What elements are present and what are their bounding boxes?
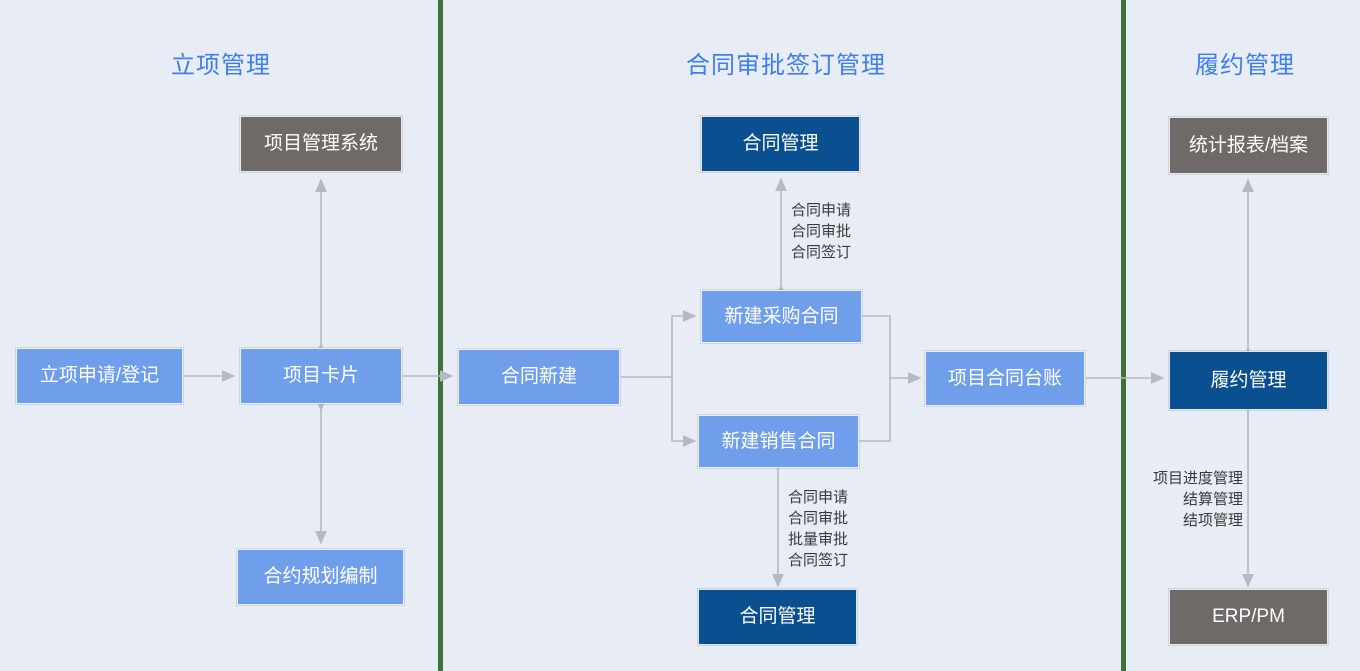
node-statistics-report-archive[interactable]: 统计报表/档案 [1169,117,1328,174]
node-project-contract-ledger[interactable]: 项目合同台账 [925,351,1085,406]
node-contract-creation[interactable]: 合同新建 [458,349,620,405]
column-title-performance: 履约管理 [1195,52,1295,79]
section-divider-left [438,0,443,671]
node-contract-planning[interactable]: 合约规划编制 [237,549,404,605]
node-erp-pm[interactable]: ERP/PM [1169,589,1328,645]
node-new-sales-contract[interactable]: 新建销售合同 [698,415,859,468]
node-project-management-system[interactable]: 项目管理系统 [240,116,402,172]
node-project-card[interactable]: 项目卡片 [240,348,402,404]
node-project-application-registration[interactable]: 立项申请/登记 [16,348,183,404]
edge-label-contract-approval-top: 合同申请 合同审批 合同签订 [791,202,852,261]
column-title-contract-approval: 合同审批签订管理 [686,52,886,79]
node-new-purchase-contract[interactable]: 新建采购合同 [701,290,862,343]
edge-label-contract-approval-bottom: 合同申请 合同审批 批量审批 合同签订 [788,489,849,569]
node-contract-management-bottom[interactable]: 合同管理 [698,589,857,645]
column-title-project-initiation: 立项管理 [171,52,271,79]
node-performance-management[interactable]: 履约管理 [1169,351,1328,410]
edge-label-performance-details: 项目进度管理 结算管理 结项管理 [1152,470,1243,529]
node-contract-management-top[interactable]: 合同管理 [701,116,860,172]
section-divider-right [1121,0,1126,671]
